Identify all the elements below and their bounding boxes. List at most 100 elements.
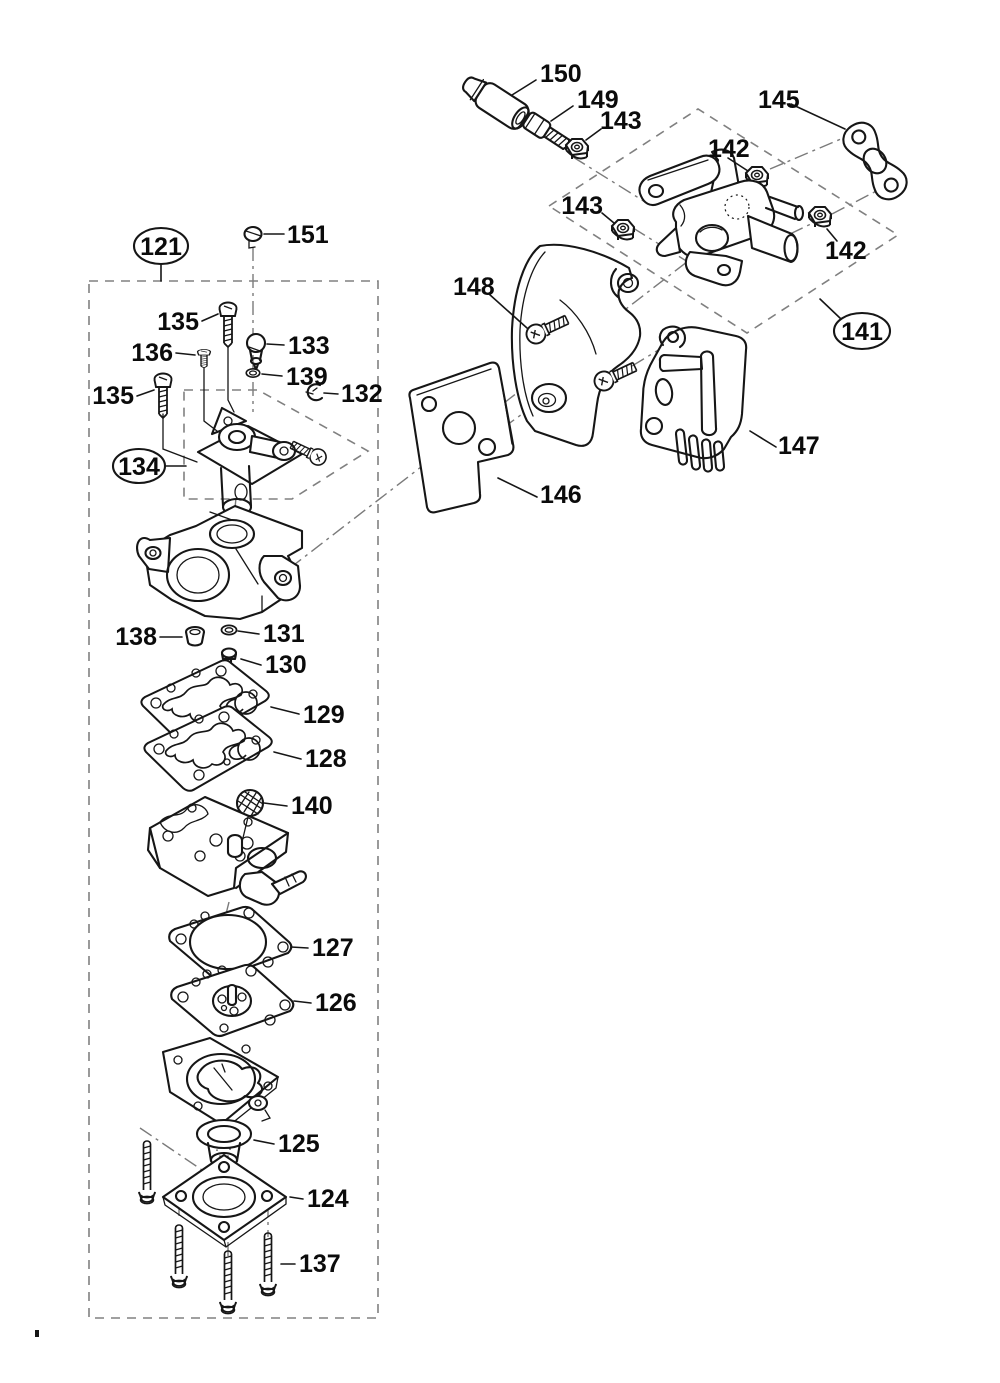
e-clip-132 — [305, 383, 324, 402]
callout-139-text: 139 — [286, 363, 328, 391]
callout-150-text: 150 — [540, 60, 582, 88]
callout-133: 133 — [266, 332, 330, 360]
callout-142-upper: 142 — [708, 135, 750, 172]
callout-147: 147 — [749, 430, 820, 460]
callout-143a-text: 143 — [600, 107, 642, 135]
callout-125-text: 125 — [278, 1130, 320, 1158]
callout-124: 124 — [289, 1185, 349, 1213]
flange-gasket-145 — [842, 121, 908, 201]
callout-148: 148 — [453, 273, 528, 329]
screw-137c — [219, 1250, 237, 1315]
callout-129: 129 — [270, 701, 345, 729]
callouts-layer: 121 151 135 136 133 139 132 135 — [92, 60, 892, 1278]
insulator-gasket-146 — [408, 361, 515, 514]
callout-141-text: 141 — [841, 318, 883, 346]
nut-142-lower — [808, 206, 832, 228]
callout-145-text: 145 — [758, 86, 800, 114]
pump-plate-124 — [161, 1153, 288, 1248]
callout-148-text: 148 — [453, 273, 495, 301]
carburetor-body — [136, 504, 304, 621]
callout-141: 141 — [819, 298, 892, 351]
screw-135-top — [218, 301, 238, 348]
callout-149: 149 — [550, 86, 619, 122]
callout-138: 138 — [115, 623, 183, 651]
throttle-group-134-boundary — [183, 389, 370, 500]
callout-132-text: 132 — [341, 380, 383, 408]
callout-135-left: 135 — [92, 382, 155, 410]
callout-128: 128 — [273, 745, 347, 773]
callout-128-text: 128 — [305, 745, 347, 773]
screw-135-left — [153, 372, 173, 419]
callout-151: 151 — [263, 221, 329, 249]
callout-121: 121 — [132, 226, 190, 282]
page-mark — [35, 1330, 39, 1337]
limiter-cap-150 — [462, 76, 530, 130]
callout-131: 131 — [237, 620, 305, 648]
metering-gasket-127 — [168, 905, 293, 980]
screw-137a — [138, 1140, 156, 1205]
washer-139 — [245, 368, 261, 378]
callout-135a-text: 135 — [157, 308, 199, 336]
callout-147-text: 147 — [778, 432, 820, 460]
callout-134: 134 — [111, 447, 187, 485]
plug-138 — [184, 625, 206, 647]
callout-139: 139 — [261, 363, 328, 391]
callout-130-text: 130 — [265, 651, 307, 679]
metering-diaphragm-126 — [170, 963, 295, 1038]
inlet-needle-130 — [220, 647, 238, 676]
callout-133-text: 133 — [288, 332, 330, 360]
callout-134-text: 134 — [118, 453, 160, 481]
callout-126: 126 — [293, 989, 357, 1017]
intake-bracket-assembly-141 — [638, 148, 805, 287]
callout-143b-text: 143 — [561, 192, 603, 220]
screw-137d — [259, 1232, 277, 1297]
callout-143-lower: 143 — [561, 192, 615, 224]
callout-137: 137 — [280, 1250, 341, 1278]
pump-body — [161, 1036, 280, 1131]
idle-cap-151 — [243, 225, 263, 249]
callout-130: 130 — [240, 651, 307, 679]
screw-137b — [170, 1224, 188, 1289]
callout-135b-text: 135 — [92, 382, 134, 410]
callout-127-text: 127 — [312, 934, 354, 962]
callout-125: 125 — [253, 1130, 320, 1158]
callout-140: 140 — [263, 792, 333, 820]
washer-131 — [220, 624, 238, 636]
callout-136-text: 136 — [131, 339, 173, 367]
callout-138-text: 138 — [115, 623, 157, 651]
inlet-screen-140 — [235, 788, 265, 818]
callout-126-text: 126 — [315, 989, 357, 1017]
callout-124-text: 124 — [307, 1185, 349, 1213]
nut-143-lower — [611, 219, 635, 241]
callout-136: 136 — [131, 339, 196, 367]
callout-127: 127 — [290, 934, 354, 962]
elbow-leader-lines — [162, 346, 249, 843]
callout-121-text: 121 — [140, 233, 182, 261]
callout-142b-text: 142 — [825, 237, 867, 265]
callout-146-text: 146 — [540, 481, 582, 509]
callout-145: 145 — [758, 86, 846, 130]
callout-132: 132 — [323, 380, 383, 408]
bracket-group-141-boundary — [547, 108, 900, 334]
nut-143-upper — [565, 138, 589, 160]
carburetor-group-121-boundary — [88, 280, 379, 1319]
throttle-assembly-134 — [196, 406, 330, 517]
callout-129-text: 129 — [303, 701, 345, 729]
metering-body — [146, 795, 307, 906]
callout-151-text: 151 — [287, 221, 329, 249]
callout-140-text: 140 — [291, 792, 333, 820]
callout-150: 150 — [511, 60, 582, 96]
screw-136 — [196, 348, 212, 369]
swivel-pin-133 — [245, 332, 267, 372]
callout-142-lower: 142 — [825, 228, 867, 265]
primer-cup-125 — [195, 1118, 253, 1169]
callout-142a-text: 142 — [708, 135, 750, 163]
callout-137-text: 137 — [299, 1250, 341, 1278]
callout-146: 146 — [497, 477, 582, 509]
callout-143-upper: 143 — [585, 107, 642, 141]
callout-131-text: 131 — [263, 620, 305, 648]
group-boundaries — [88, 108, 900, 1319]
heat-shield-147 — [639, 325, 748, 473]
engine-cover-plate — [510, 243, 642, 447]
